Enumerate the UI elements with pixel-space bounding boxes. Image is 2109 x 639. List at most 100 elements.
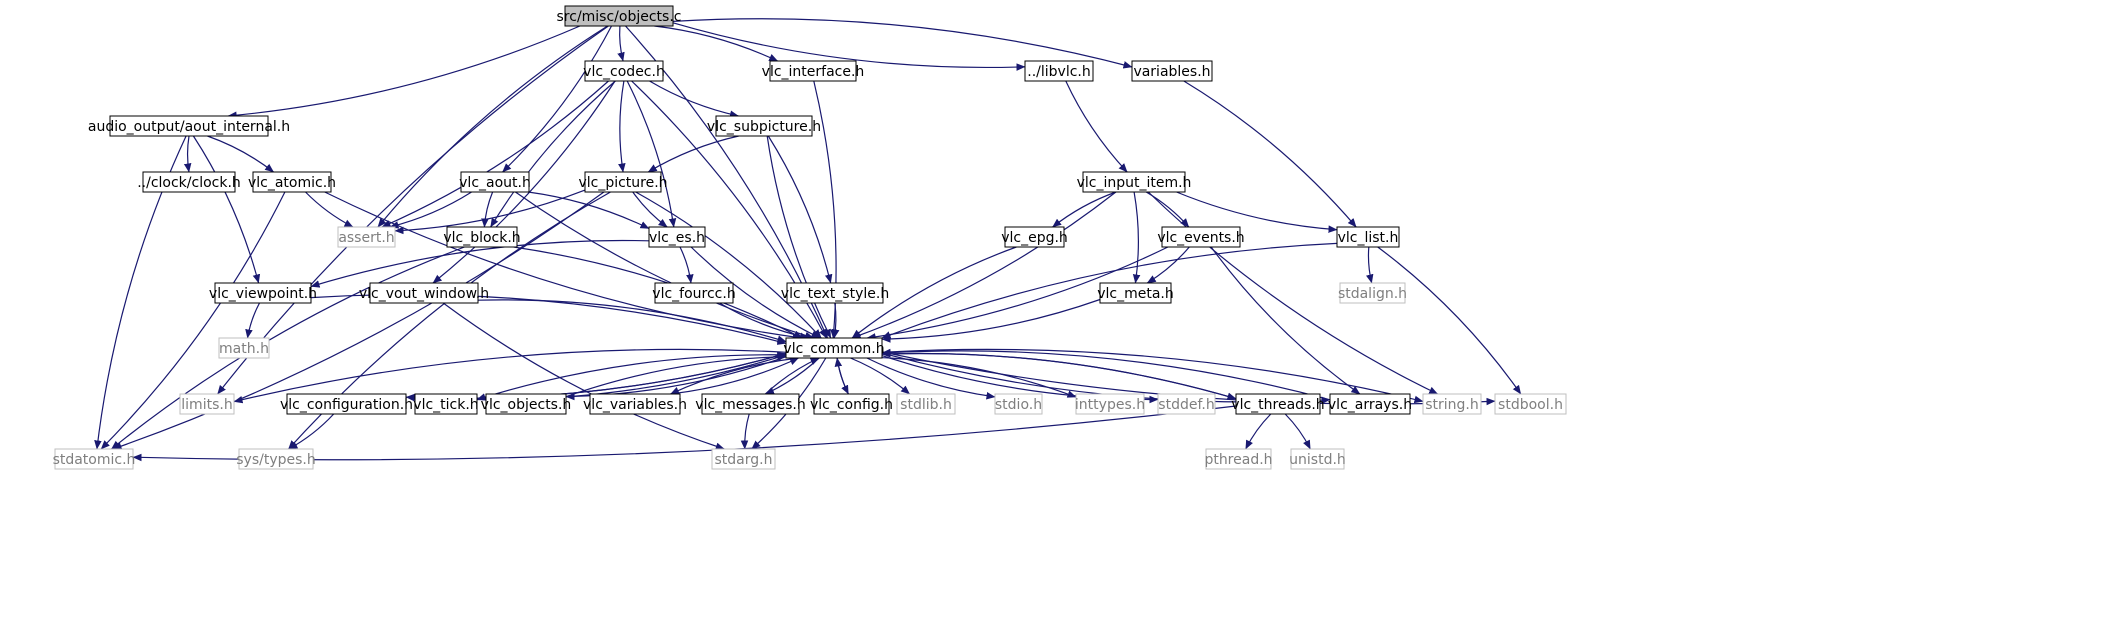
edge-vlc_es-to-vlc_fourcc <box>679 246 694 284</box>
node-math: math.h <box>218 337 270 359</box>
node-box <box>786 282 884 304</box>
node-box <box>1235 393 1321 415</box>
node-vlc_picture[interactable]: vlc_picture.h <box>578 171 668 193</box>
node-box <box>584 171 662 193</box>
node-label: stdlib.h <box>900 397 952 413</box>
node-box <box>238 448 314 470</box>
edge-objects_c-to-limits <box>217 25 609 395</box>
node-vlc_list[interactable]: vlc_list.h <box>1336 226 1400 248</box>
node-vlc_meta[interactable]: vlc_meta.h <box>1097 282 1174 304</box>
node-label: audio_output/aout_internal.h <box>88 119 290 135</box>
node-label: vlc_epg.h <box>1001 230 1068 246</box>
node-vlc_threads[interactable]: vlc_threads.h <box>1231 393 1325 415</box>
node-vlc_codec[interactable]: vlc_codec.h <box>583 60 665 82</box>
edge-vlc_threads-to-pthread <box>1245 413 1272 450</box>
node-vlc_messages[interactable]: vlc_messages.h <box>695 393 806 415</box>
node-vlc_arrays[interactable]: vlc_arrays.h <box>1328 393 1412 415</box>
node-vlc_block[interactable]: vlc_block.h <box>443 226 521 248</box>
edge-vlc_input_item-to-vlc_meta <box>1132 191 1141 284</box>
node-label: vlc_list.h <box>1338 230 1399 246</box>
node-box <box>584 60 664 82</box>
node-label: inttypes.h <box>1075 397 1145 413</box>
node-box <box>142 171 236 193</box>
node-vlc_es[interactable]: vlc_es.h <box>648 226 706 248</box>
node-box <box>813 393 890 415</box>
edge-vlc_aout-to-vlc_es <box>528 191 650 230</box>
node-vlc_variables[interactable]: vlc_variables.h <box>583 393 687 415</box>
node-vlc_text_style[interactable]: vlc_text_style.h <box>781 282 889 304</box>
edge-vlc_common-to-vlc_tick <box>476 354 787 401</box>
node-vlc_viewpoint[interactable]: vlc_viewpoint.h <box>209 282 317 304</box>
node-vlc_config[interactable]: vlc_config.h <box>810 393 893 415</box>
node-label: vlc_threads.h <box>1231 397 1324 413</box>
node-vlc_atomic[interactable]: vlc_atomic.h <box>248 171 336 193</box>
node-box <box>286 393 407 415</box>
edge-vlc_codec-to-assert <box>381 80 609 228</box>
edge-vlc_subpicture-to-vlc_picture <box>647 135 739 173</box>
node-box <box>1336 226 1400 248</box>
node-box <box>1024 60 1094 82</box>
node-variables[interactable]: variables.h <box>1131 60 1213 82</box>
edge-objects_c-to-aout_internal <box>227 25 581 119</box>
edge-vlc_messages-to-stdarg <box>740 413 750 450</box>
edge-vlc_codec-to-vlc_subpicture <box>649 80 739 118</box>
node-box <box>994 393 1043 415</box>
node-pthread: pthread.h <box>1204 448 1273 470</box>
node-vlc_configuration[interactable]: vlc_configuration.h <box>280 393 413 415</box>
node-box <box>1004 226 1065 248</box>
node-vlc_vout_window[interactable]: vlc_vout_window.h <box>359 282 489 304</box>
node-label: vlc_interface.h <box>762 64 865 80</box>
node-vlc_input_item[interactable]: vlc_input_item.h <box>1077 171 1192 193</box>
node-vlc_aout[interactable]: vlc_aout.h <box>459 171 531 193</box>
edge-vlc_events-to-vlc_arrays <box>1210 246 1361 395</box>
node-box <box>54 448 134 470</box>
node-box <box>715 115 813 137</box>
node-vlc_objects[interactable]: vlc_objects.h <box>481 393 572 415</box>
node-box <box>460 171 530 193</box>
node-aout_internal[interactable]: audio_output/aout_internal.h <box>88 115 290 137</box>
node-clock[interactable]: ../clock/clock.h <box>137 171 241 193</box>
node-vlc_events[interactable]: vlc_events.h <box>1157 226 1245 248</box>
node-label: vlc_common.h <box>783 341 884 357</box>
node-vlc_subpicture[interactable]: vlc_subpicture.h <box>707 115 821 137</box>
node-label: vlc_messages.h <box>695 397 805 413</box>
node-label: vlc_variables.h <box>583 397 687 413</box>
node-box <box>701 393 800 415</box>
edge-vlc_es-to-vlc_common <box>690 246 821 339</box>
edge-vlc_objects-to-vlc_common <box>565 353 787 398</box>
edge-vlc_input_item-to-string <box>1147 191 1439 395</box>
edge-vlc_common-to-limits <box>233 348 787 404</box>
node-libvlc[interactable]: ../libvlc.h <box>1024 60 1094 82</box>
node-box <box>769 60 857 82</box>
node-vlc_fourcc[interactable]: vlc_fourcc.h <box>652 282 736 304</box>
node-box <box>896 393 956 415</box>
node-inttypes: inttypes.h <box>1075 393 1145 415</box>
node-vlc_tick[interactable]: vlc_tick.h <box>413 393 479 415</box>
edge-vlc_events-to-vlc_common <box>866 246 1169 341</box>
node-vlc_interface[interactable]: vlc_interface.h <box>762 60 865 82</box>
edge-vlc_es-to-vlc_viewpoint <box>310 239 650 288</box>
node-label: vlc_input_item.h <box>1077 175 1192 191</box>
edge-objects_c-to-variables <box>672 18 1133 69</box>
node-box <box>109 115 269 137</box>
node-box <box>1099 282 1172 304</box>
node-label: stdbool.h <box>1498 397 1563 413</box>
node-objects_c[interactable]: src/misc/objects.c <box>557 5 682 27</box>
edge-vlc_atomic-to-stdatomic <box>100 191 286 450</box>
node-vlc_common[interactable]: vlc_common.h <box>783 337 885 359</box>
edge-vlc_viewpoint-to-math <box>245 302 261 339</box>
node-box <box>1157 393 1216 415</box>
node-label: variables.h <box>1133 64 1210 80</box>
edge-vlc_subpicture-to-vlc_common <box>766 135 832 339</box>
node-label: vlc_text_style.h <box>781 286 889 302</box>
edge-variables-to-vlc_list <box>1183 80 1357 228</box>
edge-vlc_common-to-stdio <box>866 357 996 400</box>
node-label: stdalign.h <box>1338 286 1407 302</box>
node-vlc_epg[interactable]: vlc_epg.h <box>1001 226 1068 248</box>
node-box <box>1161 226 1241 248</box>
edge-objects_c-to-vlc_aout <box>502 25 613 173</box>
edges-layer <box>94 18 1522 462</box>
edge-vlc_picture-to-vlc_es <box>632 191 668 228</box>
edge-vlc_config-to-vlc_common <box>834 357 849 395</box>
